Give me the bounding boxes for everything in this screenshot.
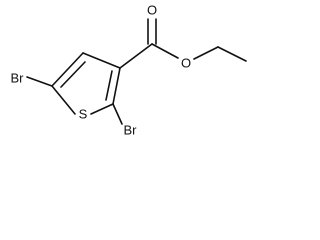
bond-c3-carbonyl <box>119 43 153 69</box>
bond-c4-c5-double <box>60 61 86 88</box>
atom-o-ester: O <box>181 55 191 70</box>
chemical-structure: Br Br S O O <box>11 2 247 137</box>
atom-s: S <box>79 106 88 121</box>
bond-c5-br <box>26 76 53 87</box>
atom-br-right: Br <box>124 122 138 137</box>
bond-carbonyl-ester-o <box>151 43 179 59</box>
bond-c4-c5 <box>51 52 84 87</box>
bond-c5-s <box>51 85 76 115</box>
bond-ch2-ch3 <box>217 46 247 62</box>
bond-c3-c4 <box>82 52 121 69</box>
atom-br-left: Br <box>11 70 25 85</box>
bond-c2-br <box>112 103 123 125</box>
bond-c2-c3 <box>112 67 121 105</box>
bond-ester-o-ch2 <box>193 46 219 60</box>
bond-c2-c3-double <box>105 70 113 101</box>
atom-o-carbonyl: O <box>147 2 157 17</box>
bond-s-c2 <box>90 103 114 115</box>
